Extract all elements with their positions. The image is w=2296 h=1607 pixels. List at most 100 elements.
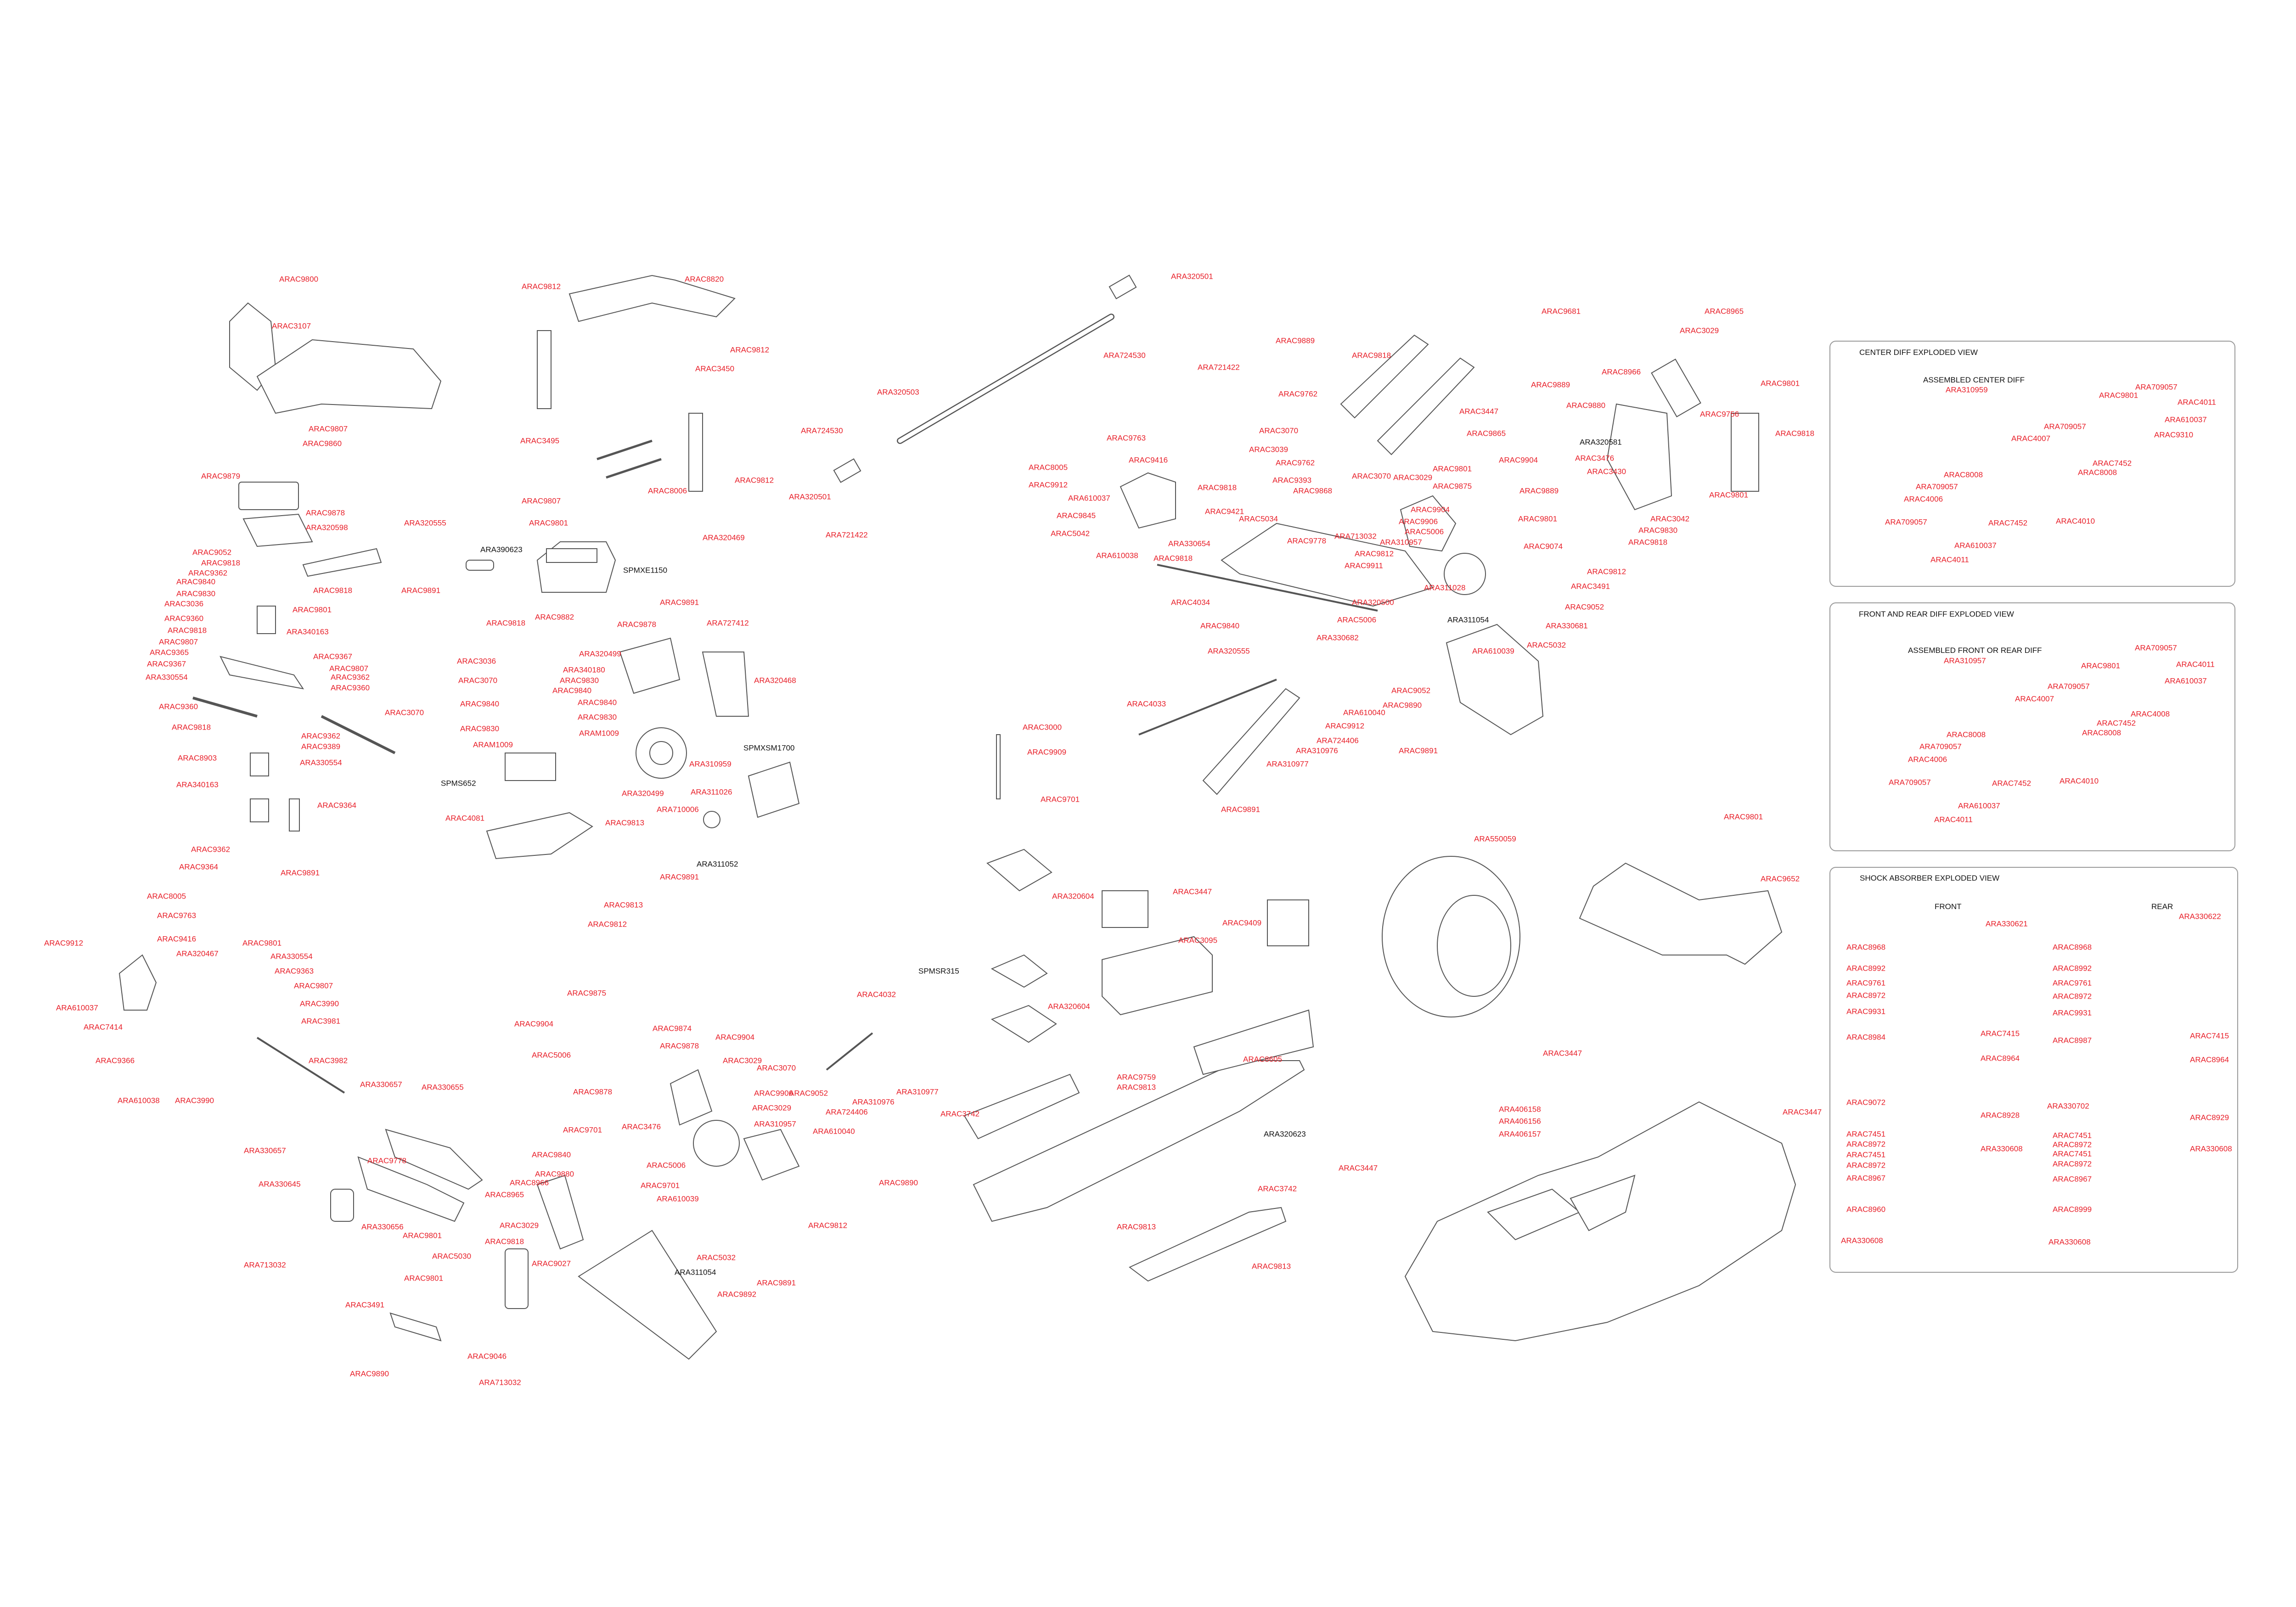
part-number-callout: ARAC9840 bbox=[552, 686, 592, 695]
part-number-callout: ARAC9812 bbox=[808, 1221, 848, 1230]
part-number-callout: ARAC9761 bbox=[1846, 978, 1886, 988]
part-number-callout: ARAC9904 bbox=[715, 1033, 755, 1042]
part-number-callout: ARAC3070 bbox=[1352, 472, 1391, 481]
part-number-callout: ARAC3029 bbox=[500, 1221, 539, 1230]
part-number-callout: ARAC9807 bbox=[294, 981, 333, 990]
part-number-callout: ARA610037 bbox=[1068, 494, 1110, 503]
part-number-callout: ARA709057 bbox=[2048, 682, 2090, 691]
part-number-callout: ARAC9027 bbox=[532, 1259, 571, 1268]
part-number-callout: SPMS652 bbox=[441, 779, 476, 788]
part-number-callout: ARAC7452 bbox=[1992, 779, 2032, 788]
part-number-callout: ARAC9830 bbox=[460, 724, 500, 733]
part-number-callout: ARAC9818 bbox=[313, 586, 353, 595]
part-number-callout: ARA724530 bbox=[1103, 351, 1146, 360]
center-diff-subtitle: ASSEMBLED CENTER DIFF bbox=[1923, 376, 2025, 384]
part-number-callout: ARAC9362 bbox=[331, 673, 370, 682]
part-number-callout: ARAC9801 bbox=[293, 605, 332, 614]
part-number-callout: ARAM1009 bbox=[579, 729, 619, 738]
part-number-callout: ARAC9904 bbox=[1499, 455, 1538, 465]
part-number-callout: ARAC5034 bbox=[1239, 514, 1278, 523]
part-number-callout: ARAC9807 bbox=[522, 496, 561, 506]
part-number-callout: ARAC9909 bbox=[1027, 747, 1067, 757]
part-number-callout: ARAC9360 bbox=[159, 702, 198, 711]
part-number-callout: ARA710006 bbox=[657, 805, 699, 814]
part-number-callout: ARAC3029 bbox=[752, 1103, 792, 1113]
part-number-callout: ARAC9801 bbox=[1709, 490, 1749, 500]
part-number-callout: ARAC3990 bbox=[300, 999, 339, 1008]
part-number-callout: ARAC9763 bbox=[157, 911, 197, 920]
part-number-callout: ARAC9830 bbox=[560, 676, 599, 685]
part-number-callout: ARAC8008 bbox=[1947, 730, 1986, 739]
part-number-callout: ARAC7451 bbox=[2053, 1131, 2092, 1140]
part-number-callout: ARAC9701 bbox=[1041, 795, 1080, 804]
part-number-callout: ARAC9813 bbox=[1117, 1222, 1156, 1231]
part-number-callout: ARAC9912 bbox=[44, 938, 84, 948]
part-number-callout: ARAC9890 bbox=[879, 1178, 918, 1187]
part-number-callout: ARAC3029 bbox=[723, 1056, 762, 1065]
part-number-callout: ARAC9904 bbox=[1411, 505, 1450, 514]
part-number-callout: ARAC3036 bbox=[164, 599, 204, 608]
part-number-callout: ARA310957 bbox=[754, 1119, 796, 1129]
part-number-callout: ARAC9891 bbox=[1221, 805, 1261, 814]
part-number-callout: ARA610037 bbox=[2165, 676, 2207, 686]
part-number-callout: ARAC9878 bbox=[617, 620, 657, 629]
part-number-callout: ARA330656 bbox=[361, 1222, 404, 1231]
part-number-callout: ARAC8992 bbox=[1846, 964, 1886, 973]
part-number-callout: ARAC9681 bbox=[1542, 307, 1581, 316]
part-number-callout: ARA310957 bbox=[1944, 656, 1986, 665]
part-number-callout: ARAC8964 bbox=[1981, 1054, 2020, 1063]
part-number-callout: ARAC9360 bbox=[331, 683, 370, 692]
part-number-callout: ARAC9911 bbox=[1345, 561, 1383, 570]
part-number-callout: ARA330657 bbox=[244, 1146, 286, 1155]
front-guard-drawing bbox=[229, 302, 442, 414]
part-number-callout: ARAC9840 bbox=[460, 699, 500, 708]
part-number-callout: ARAC9763 bbox=[1107, 433, 1146, 443]
part-number-callout: ARA713032 bbox=[244, 1260, 286, 1270]
part-number-callout: ARAC8987 bbox=[2053, 1036, 2092, 1045]
part-number-callout: ARAM1009 bbox=[473, 740, 513, 749]
part-number-callout: ARAC4007 bbox=[2011, 434, 2051, 443]
part-number-callout: ARAC9360 bbox=[164, 614, 204, 623]
radio-box-drawing bbox=[986, 734, 1309, 1043]
part-number-callout: ARAC9756 bbox=[1700, 410, 1739, 419]
part-number-callout: ARAC3107 bbox=[272, 321, 311, 331]
part-number-callout: ARA320469 bbox=[703, 533, 745, 542]
part-number-callout: ARAC9762 bbox=[1278, 389, 1318, 399]
part-number-callout: ARA330608 bbox=[2190, 1144, 2232, 1153]
part-number-callout: ARAC8008 bbox=[1944, 470, 1983, 479]
part-number-callout: ARAC8999 bbox=[2053, 1205, 2092, 1214]
part-number-callout: ARAC9366 bbox=[96, 1056, 135, 1065]
part-number-callout: ARAC9310 bbox=[2154, 430, 2194, 439]
part-number-callout: ARAC9409 bbox=[1222, 918, 1262, 927]
part-number-callout: ARAC9052 bbox=[1391, 686, 1431, 695]
chassis-plate-drawing bbox=[963, 1009, 1314, 1282]
part-number-callout: ARAC4011 bbox=[1934, 815, 1973, 824]
part-number-callout: ARAC9891 bbox=[1399, 746, 1438, 755]
part-number-callout: ARA320555 bbox=[404, 518, 446, 528]
part-number-callout: ARA709057 bbox=[1916, 482, 1958, 491]
part-number-callout: ARAC5032 bbox=[1527, 641, 1566, 650]
servo-and-mount-drawing bbox=[486, 637, 800, 860]
part-number-callout: ARAC9801 bbox=[1724, 812, 1763, 821]
part-number-callout: ARA320555 bbox=[1208, 646, 1250, 656]
part-number-callout: ARA610037 bbox=[1954, 541, 1997, 550]
part-number-callout: ARAC4006 bbox=[1904, 494, 1943, 504]
part-number-callout: ARAC9906 bbox=[1399, 517, 1438, 526]
part-number-callout: ARAC9652 bbox=[1761, 874, 1800, 883]
part-number-callout: ARA330554 bbox=[270, 952, 313, 961]
part-number-callout: ARA709057 bbox=[2044, 422, 2086, 431]
front-bumper-drawing bbox=[537, 275, 736, 492]
shock-title: SHOCK ABSORBER EXPLODED VIEW bbox=[1860, 874, 2000, 882]
part-number-callout: ARAC3070 bbox=[385, 708, 424, 717]
part-number-callout: ARAC3447 bbox=[1459, 407, 1499, 416]
part-number-callout: ARA610040 bbox=[1343, 708, 1385, 717]
part-number-callout: ARAC9830 bbox=[1638, 526, 1678, 535]
part-number-callout: ARAC9818 bbox=[486, 618, 526, 628]
part-number-callout: ARAC9890 bbox=[350, 1369, 389, 1378]
part-number-callout: ARAC9879 bbox=[201, 472, 241, 481]
part-number-callout: ARAC9362 bbox=[301, 731, 341, 741]
part-number-callout: ARAC9812 bbox=[735, 476, 774, 485]
part-number-callout: ARAC9882 bbox=[535, 612, 574, 622]
part-number-callout: ARAC3039 bbox=[1249, 445, 1289, 454]
part-number-callout: ARAC5006 bbox=[532, 1051, 571, 1060]
